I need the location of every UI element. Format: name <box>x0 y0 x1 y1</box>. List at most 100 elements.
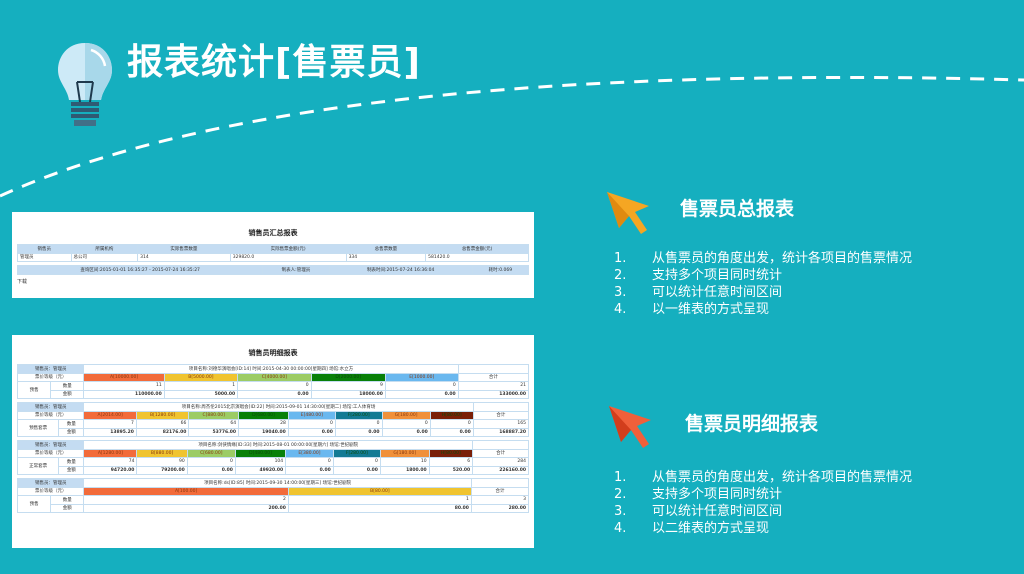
section-title: 售票员明细报表 <box>685 413 819 435</box>
amount-label: 金额 <box>50 389 85 399</box>
amount-cell: 0.00 <box>287 427 336 437</box>
amount-cell: 0.00 <box>381 427 431 437</box>
detail-report-title: 销售员明细报表 <box>248 349 298 357</box>
column-header: 总售票金额(元) <box>425 244 529 254</box>
item-text: 以二维表的方式呈现 <box>652 521 770 536</box>
footer-cell: 制表时间:2015-07-24 16:36:04 <box>328 265 473 275</box>
qty-cell: 11 <box>83 381 165 391</box>
summary-report-panel: 销售员汇总报表 销售员所属机构实际售票数量实际售票金额(元)总售票数量总售票金额… <box>12 212 534 298</box>
footer-cell: 制表人:管理员 <box>262 265 330 275</box>
seller-cell: 销售员：管理员 <box>16 402 85 412</box>
amount-label: 金额 <box>50 503 85 513</box>
total-header: 合计 <box>457 372 530 382</box>
project-info: 项目名称:周杰伦2015北京演唱会[ID:22] 时间:2015-09-01 1… <box>83 402 474 412</box>
qty-cell: 0 <box>384 381 459 391</box>
detail-table: 销售员：管理员项目名称:ds[ID:85] 时间:2015-09-30 14:0… <box>16 478 530 513</box>
qty-label: 数量 <box>50 381 85 391</box>
amount-cell: 94720.00 <box>83 465 138 475</box>
price-level-cell: A[1280.00] <box>83 448 138 458</box>
list-item: 1.从售票员的角度出发，统计各项目的售票情况 <box>614 469 912 486</box>
amount-cell: 280.00 <box>470 503 530 513</box>
amount-cell: 0.00 <box>237 389 312 399</box>
amount-cell: 5000.00 <box>163 389 239 399</box>
qty-cell: 0 <box>381 419 431 429</box>
list-item: 3. 可以统计任意时间区间 <box>614 284 912 301</box>
item-number: 3. <box>614 504 627 519</box>
price-level-cell: B[80.00] <box>287 486 472 496</box>
price-level-cell: B[5000.00] <box>163 372 239 382</box>
footer-cell: 耗时:0.069 <box>471 265 530 275</box>
qty-cell: 284 <box>472 457 529 467</box>
qty-cell: 165 <box>472 419 530 429</box>
column-header: 总售票数量 <box>345 244 427 254</box>
price-level-cell: C[4000.00] <box>237 372 312 382</box>
amount-cell: 0.00 <box>429 427 474 437</box>
price-level-cell: B[1280.00] <box>135 410 190 420</box>
qty-label: 数量 <box>58 457 85 467</box>
price-level-cell: H[80.00] <box>429 410 474 420</box>
price-level-cell: G[180.00] <box>379 448 430 458</box>
summary-table: 销售员所属机构实际售票数量实际售票金额(元)总售票数量总售票金额(元) 管理员总… <box>17 244 529 262</box>
list-item: 3. 可以统计任意时间区间 <box>614 503 912 520</box>
amount-cell: 19040.00 <box>238 427 289 437</box>
qty-cell: 0 <box>429 419 474 429</box>
item-text: 从售票员的角度出发，统计各项目的售票情况 <box>652 251 913 266</box>
item-text: 可以统计任意时间区间 <box>652 504 783 519</box>
list-item: 1. 从售票员的角度出发，统计各项目的售票情况 <box>614 250 912 267</box>
total-header: 合计 <box>470 486 530 496</box>
list-item: 2.支持多个项目同时统计 <box>614 486 912 503</box>
item-text: 从售票员的角度出发，统计各项目的售票情况 <box>652 470 913 485</box>
price-level-cell: D[680.00] <box>238 410 289 420</box>
table-cell: 管理员 <box>17 252 72 262</box>
amount-label: 金额 <box>58 427 85 437</box>
amount-cell: 82176.00 <box>135 427 190 437</box>
seller-cell: 销售员：管理员 <box>16 478 85 488</box>
item-number: 4. <box>614 302 627 317</box>
project-info: 项目名称:剑侠情缘[ID:33] 时间:2015-08-01 00:00:00[… <box>83 440 474 450</box>
price-level-cell: F[280.00] <box>334 410 383 420</box>
amount-label: 金额 <box>58 465 85 475</box>
qty-cell: 74 <box>83 457 138 467</box>
qty-cell: 66 <box>135 419 190 429</box>
amount-cell: 133000.00 <box>457 389 530 399</box>
price-level-cell: G[180.00] <box>381 410 431 420</box>
qty-cell: 0 <box>237 381 312 391</box>
price-level-cell: C[880.00] <box>188 410 240 420</box>
qty-cell: 0 <box>186 457 236 467</box>
detail-table: 销售员：管理员项目名称:剑侠情缘[ID:33] 时间:2015-08-01 00… <box>16 440 529 475</box>
project-info: 项目名称:刘德华演唱会[ID:14] 时间:2015-04-30 00:00:0… <box>83 364 459 374</box>
item-number: 3. <box>614 285 627 300</box>
qty-cell: 21 <box>457 381 530 391</box>
seller-cell: 销售员：管理员 <box>16 440 85 450</box>
amount-cell: 1800.00 <box>379 465 430 475</box>
page-title: 报表统计[售票员] <box>127 42 421 83</box>
price-level-cell: D[480.00] <box>234 448 287 458</box>
item-number: 1. <box>614 251 627 266</box>
project-info: 项目名称:ds[ID:85] 时间:2015-09-30 14:00:00[星期… <box>83 478 472 488</box>
download-link[interactable]: 下载 <box>17 278 28 285</box>
qty-cell: 1 <box>287 495 472 505</box>
qty-cell: 3 <box>470 495 530 505</box>
price-level-cell: E[380.00] <box>285 448 334 458</box>
table-cell: 581420.0 <box>425 252 529 262</box>
item-text: 可以统计任意时间区间 <box>652 285 783 300</box>
qty-cell: 0 <box>287 419 336 429</box>
summary-report-title: 销售员汇总报表 <box>248 229 298 237</box>
detail-table: 销售员：管理员项目名称:周杰伦2015北京演唱会[ID:22] 时间:2015-… <box>16 402 530 437</box>
amount-cell: 53776.00 <box>188 427 240 437</box>
qty-cell: 9 <box>310 381 386 391</box>
list-item: 4. 以二维表的方式呈现 <box>614 520 912 537</box>
qty-label: 数量 <box>50 495 85 505</box>
price-level-cell: F[280.00] <box>332 448 381 458</box>
qty-cell: 1 <box>163 381 239 391</box>
qty-cell: 90 <box>136 457 188 467</box>
list-item: 4.以一维表的方式呈现 <box>614 301 912 318</box>
amount-cell: 80.00 <box>287 503 472 513</box>
item-number: 4. <box>614 521 627 536</box>
item-text: 支持多个项目同时统计 <box>652 268 783 283</box>
amount-cell: 49920.00 <box>234 465 287 475</box>
price-level-cell: D[2000.00] <box>310 372 386 382</box>
amount-cell: 520.00 <box>428 465 474 475</box>
